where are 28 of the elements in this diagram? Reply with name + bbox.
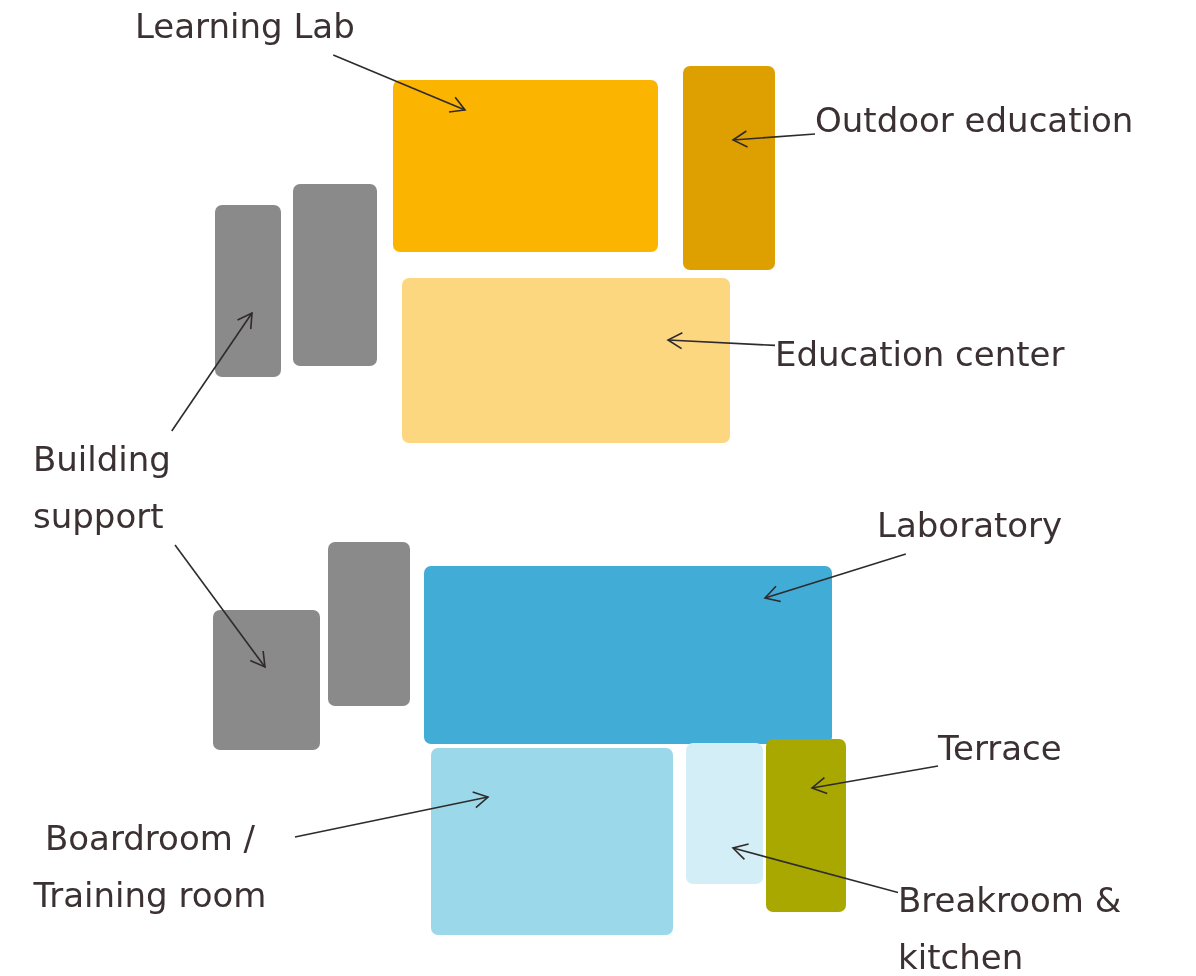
leader-line — [667, 331, 776, 350]
room-label: Building support — [33, 431, 233, 545]
leader-line — [732, 843, 899, 894]
room-block — [215, 205, 281, 377]
room-block — [424, 566, 832, 744]
leader-line — [174, 544, 266, 668]
room-label: Boardroom / Training room — [5, 810, 295, 924]
room-block — [328, 542, 410, 706]
leader-line — [294, 791, 489, 838]
leader-line — [811, 765, 939, 795]
room-label: Education center — [775, 326, 1135, 383]
room-label: Laboratory — [877, 497, 1117, 554]
room-block — [402, 278, 730, 443]
room-block — [686, 743, 763, 884]
leader-line — [732, 130, 816, 148]
leader-line — [332, 54, 466, 113]
room-block — [683, 66, 775, 270]
room-block — [431, 748, 673, 935]
room-block — [766, 739, 846, 912]
leader-line — [170, 312, 253, 432]
room-label: Outdoor education — [815, 92, 1185, 149]
room-block — [293, 184, 377, 366]
leader-line — [764, 553, 907, 603]
room-label: Terrace — [938, 720, 1138, 777]
room-label: Learning Lab — [135, 0, 395, 55]
room-block — [393, 80, 658, 252]
room-label: Breakroom & kitchen — [898, 872, 1168, 976]
room-block — [213, 610, 320, 750]
